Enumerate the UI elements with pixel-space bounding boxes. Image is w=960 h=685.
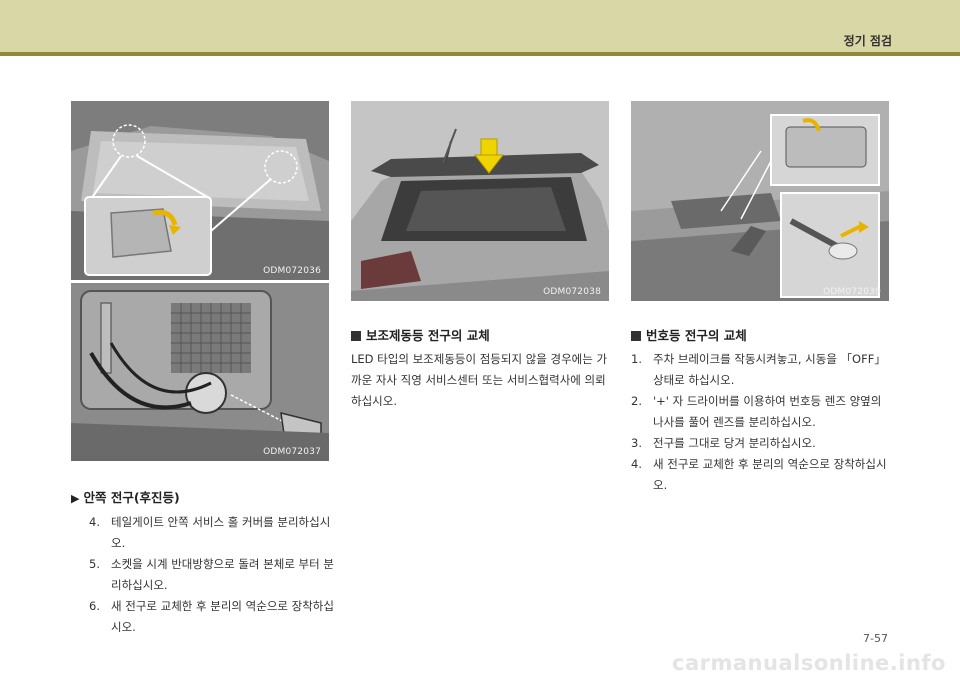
list-item: 2. '+' 자 드라이버를 이용하여 번호등 렌즈 양옆의 나사를 풀어 렌즈를… — [631, 391, 893, 433]
step-text: 소켓을 시계 반대방향으로 돌려 본체로 부터 분리하십시오. — [111, 557, 334, 592]
watermark-text: carmanualsonline.info — [672, 651, 946, 675]
figure-socket-removal: ODM072037 — [71, 283, 329, 461]
triangle-bullet-icon: ▶ — [71, 492, 80, 505]
left-section-title: ▶안쪽 전구(후진등) — [71, 487, 180, 506]
step-number: 4. — [631, 457, 642, 471]
right-steps-list: 1. 주차 브레이크를 작동시켜놓고, 시동을 「OFF」 상태로 하십시오. 2… — [631, 349, 893, 496]
step-number: 3. — [631, 436, 642, 450]
spoiler-illustration — [351, 101, 609, 301]
right-section-title: 번호등 전구의 교체 — [631, 325, 747, 344]
middle-section-title: 보조제동등 전구의 교체 — [351, 325, 490, 344]
step-text: 테일게이트 안쪽 서비스 홀 커버를 분리하십시오. — [111, 515, 331, 550]
step-text: '+' 자 드라이버를 이용하여 번호등 렌즈 양옆의 나사를 풀어 렌즈를 분… — [653, 394, 882, 429]
step-number: 4. — [89, 515, 100, 529]
list-item: 3. 전구를 그대로 당겨 분리하십시오. — [631, 433, 893, 454]
section-header-title: 정기 점검 — [843, 34, 892, 48]
step-text: 전구를 그대로 당겨 분리하십시오. — [653, 436, 816, 450]
socket-illustration — [71, 283, 329, 461]
header-band: 정기 점검 — [0, 0, 960, 56]
square-bullet-icon — [631, 331, 641, 341]
step-number: 2. — [631, 394, 642, 408]
list-item: 4. 테일게이트 안쪽 서비스 홀 커버를 분리하십시오. — [89, 512, 334, 554]
step-number: 5. — [89, 557, 100, 571]
left-steps-list: 4. 테일게이트 안쪽 서비스 홀 커버를 분리하십시오. 5. 소켓을 시계 반대… — [89, 512, 334, 638]
figure-code: ODM072037 — [263, 447, 321, 457]
page-number: 7-57 — [863, 632, 888, 645]
right-title-text: 번호등 전구의 교체 — [646, 328, 747, 343]
figure-code: ODM072038 — [543, 287, 601, 297]
step-text: 새 전구로 교체한 후 분리의 역순으로 장착하십시오. — [653, 457, 887, 492]
figure-code: ODM072036 — [263, 266, 321, 276]
step-number: 6. — [89, 599, 100, 613]
step-text: 새 전구로 교체한 후 분리의 역순으로 장착하십시오. — [111, 599, 334, 634]
list-item: 6. 새 전구로 교체한 후 분리의 역순으로 장착하십시오. — [89, 596, 334, 638]
step-text: 주차 브레이크를 작동시켜놓고, 시동을 「OFF」 상태로 하십시오. — [653, 352, 886, 387]
list-item: 1. 주차 브레이크를 작동시켜놓고, 시동을 「OFF」 상태로 하십시오. — [631, 349, 893, 391]
square-bullet-icon — [351, 331, 361, 341]
license-lamp-illustration — [631, 101, 889, 301]
figure-code: ODM072039 — [823, 287, 881, 297]
step-number: 1. — [631, 352, 642, 366]
figure-high-mount-stop-lamp: ODM072038 — [351, 101, 609, 301]
middle-paragraph: LED 타입의 보조제동등이 점등되지 않을 경우에는 가까운 자사 직영 서비… — [351, 352, 608, 408]
middle-title-text: 보조제동등 전구의 교체 — [366, 328, 490, 343]
figure-tailgate-service-hole: ODM072036 — [71, 101, 329, 280]
list-item: 5. 소켓을 시계 반대방향으로 돌려 본체로 부터 분리하십시오. — [89, 554, 334, 596]
list-item: 4. 새 전구로 교체한 후 분리의 역순으로 장착하십시오. — [631, 454, 893, 496]
figure-license-plate-lamp: ODM072039 — [631, 101, 889, 301]
left-title-text: 안쪽 전구(후진등) — [83, 490, 180, 505]
tailgate-illustration — [71, 101, 329, 280]
